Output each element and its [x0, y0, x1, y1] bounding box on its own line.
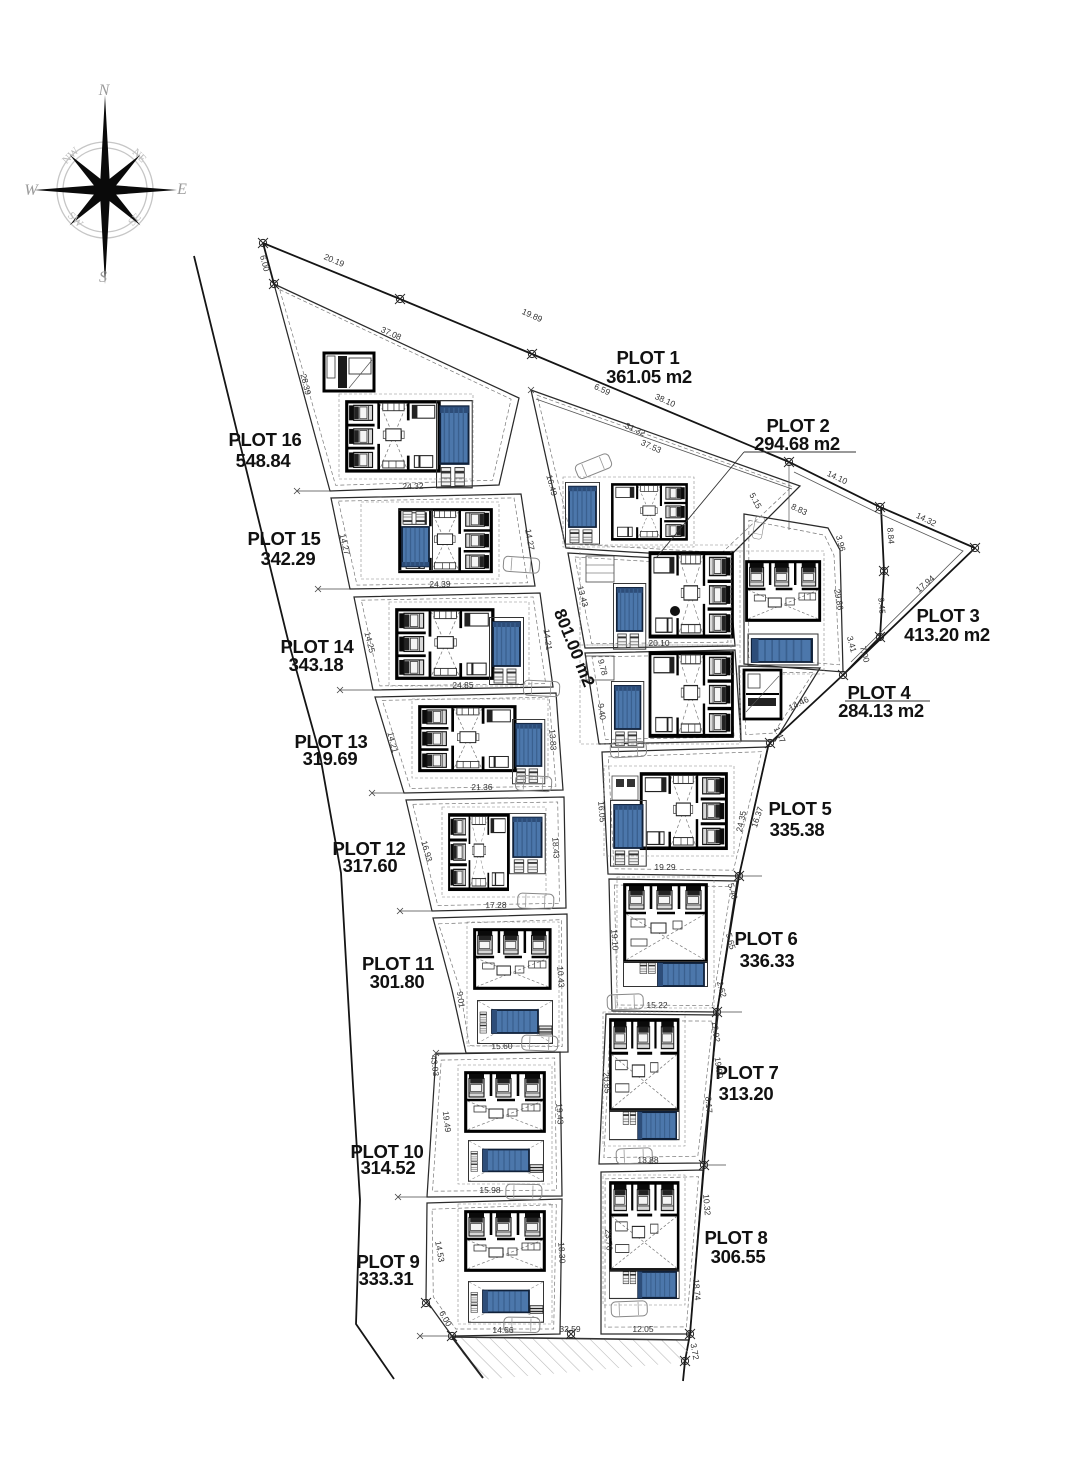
svg-text:19.90: 19.90	[713, 1056, 726, 1079]
svg-text:PLOT 1: PLOT 1	[617, 347, 680, 368]
svg-text:313.20: 313.20	[719, 1083, 774, 1104]
svg-text:23.76: 23.76	[603, 1229, 614, 1251]
svg-text:19.43: 19.43	[554, 1103, 565, 1125]
svg-text:19.29: 19.29	[654, 862, 676, 872]
svg-text:15.60: 15.60	[491, 1041, 513, 1051]
svg-text:S: S	[99, 269, 107, 286]
svg-text:PLOT 15: PLOT 15	[248, 528, 321, 549]
svg-text:317.60: 317.60	[343, 855, 398, 876]
svg-text:PLOT 8: PLOT 8	[705, 1227, 768, 1248]
svg-text:PLOT 2: PLOT 2	[767, 415, 830, 436]
svg-text:PLOT 5: PLOT 5	[769, 798, 832, 819]
svg-text:342.29: 342.29	[261, 548, 316, 569]
svg-text:284.13 m2: 284.13 m2	[838, 700, 924, 721]
svg-text:PLOT 10: PLOT 10	[351, 1141, 424, 1162]
svg-text:12.92: 12.92	[710, 1020, 723, 1043]
svg-text:PLOT 3: PLOT 3	[917, 605, 980, 626]
svg-text:9.78: 9.78	[596, 658, 610, 677]
svg-text:PLOT 9: PLOT 9	[357, 1251, 420, 1272]
svg-text:3.72: 3.72	[689, 1342, 702, 1360]
svg-text:E: E	[176, 181, 187, 198]
svg-text:15.98: 15.98	[479, 1185, 501, 1195]
svg-text:10.32: 10.32	[701, 1194, 713, 1216]
svg-text:5.65: 5.65	[724, 932, 738, 951]
svg-text:548.84: 548.84	[236, 450, 292, 471]
svg-text:17.28: 17.28	[485, 900, 507, 910]
svg-text:9.40: 9.40	[596, 703, 608, 721]
svg-text:16.05: 16.05	[596, 801, 608, 823]
svg-text:PLOT 4: PLOT 4	[848, 682, 912, 703]
svg-text:8.17: 8.17	[703, 1096, 714, 1114]
svg-text:N: N	[98, 82, 111, 99]
svg-text:343.18: 343.18	[289, 654, 344, 675]
svg-text:43.03: 43.03	[429, 1054, 442, 1077]
svg-text:2.62: 2.62	[715, 980, 729, 999]
svg-text:8.84: 8.84	[885, 527, 896, 545]
svg-text:9.01: 9.01	[455, 991, 467, 1009]
svg-text:20.10: 20.10	[648, 638, 670, 648]
svg-text:361.05 m2: 361.05 m2	[606, 366, 692, 387]
svg-text:306.55: 306.55	[711, 1246, 766, 1267]
svg-text:18.30: 18.30	[556, 1242, 567, 1264]
svg-text:14.27: 14.27	[523, 528, 537, 551]
svg-text:319.69: 319.69	[303, 748, 358, 769]
svg-text:13.83: 13.83	[547, 729, 558, 751]
svg-text:9.45: 9.45	[876, 597, 887, 615]
svg-text:PLOT 13: PLOT 13	[295, 731, 368, 752]
svg-text:14.21: 14.21	[542, 628, 555, 651]
svg-text:21.36: 21.36	[471, 782, 493, 792]
svg-text:20.85: 20.85	[601, 1072, 612, 1094]
svg-text:19.49: 19.49	[441, 1110, 454, 1133]
svg-text:7.00: 7.00	[858, 645, 872, 664]
svg-text:333.31: 333.31	[359, 1268, 414, 1289]
svg-text:W: W	[24, 182, 39, 199]
svg-text:29.86: 29.86	[832, 588, 846, 611]
svg-text:32.59: 32.59	[559, 1324, 581, 1334]
svg-text:PLOT 12: PLOT 12	[333, 838, 406, 859]
svg-text:5.46: 5.46	[726, 882, 740, 901]
svg-text:336.33: 336.33	[740, 950, 795, 971]
svg-text:PLOT 6: PLOT 6	[735, 928, 798, 949]
svg-text:301.80: 301.80	[370, 971, 425, 992]
svg-text:413.20 m2: 413.20 m2	[904, 624, 990, 645]
svg-text:335.38: 335.38	[770, 819, 825, 840]
svg-text:14.56: 14.56	[492, 1325, 514, 1335]
svg-text:18.74: 18.74	[691, 1279, 703, 1301]
svg-text:PLOT 16: PLOT 16	[229, 429, 302, 450]
svg-text:24.32: 24.32	[402, 481, 424, 491]
svg-text:PLOT 7: PLOT 7	[716, 1062, 779, 1083]
svg-text:15.22: 15.22	[646, 1000, 668, 1010]
svg-text:24.35: 24.35	[734, 810, 748, 833]
svg-text:294.68 m2: 294.68 m2	[754, 433, 840, 454]
svg-text:24.85: 24.85	[452, 680, 474, 690]
svg-text:3.41: 3.41	[845, 635, 859, 654]
svg-text:PLOT 14: PLOT 14	[281, 636, 355, 657]
svg-text:314.52: 314.52	[361, 1157, 416, 1178]
svg-text:19.10: 19.10	[609, 929, 620, 951]
svg-text:18.43: 18.43	[550, 837, 561, 859]
svg-text:PLOT 11: PLOT 11	[362, 953, 434, 974]
svg-text:3.96: 3.96	[834, 534, 848, 553]
svg-text:10.43: 10.43	[555, 966, 566, 988]
svg-text:24.39: 24.39	[429, 579, 451, 589]
svg-text:14.53: 14.53	[433, 1240, 447, 1263]
svg-text:12.05: 12.05	[632, 1324, 654, 1334]
svg-text:13.88: 13.88	[637, 1155, 659, 1165]
svg-text:6.00: 6.00	[258, 254, 272, 273]
